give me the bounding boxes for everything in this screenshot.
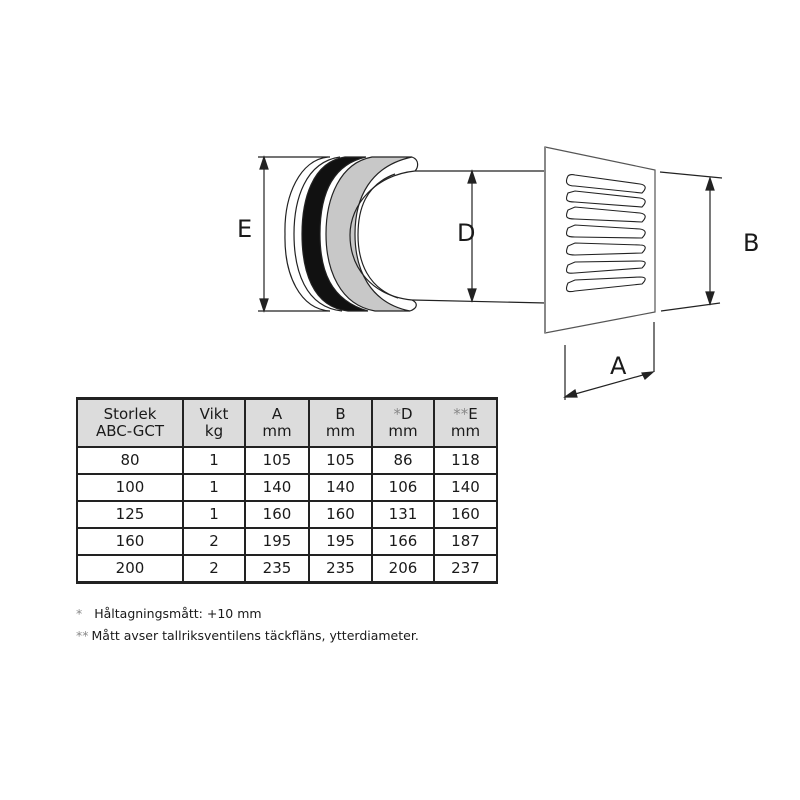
table-cell: 206 xyxy=(371,556,433,581)
table-cell: 106 xyxy=(371,475,433,500)
cover-flange xyxy=(284,156,419,312)
header-star: ** xyxy=(453,405,469,423)
table-cell: 118 xyxy=(433,448,496,473)
table-cell: 1 xyxy=(182,448,244,473)
table-cell: 187 xyxy=(433,529,496,554)
label-e: E xyxy=(237,215,252,243)
dimension-b: B xyxy=(659,171,759,312)
table-cell: 140 xyxy=(244,475,308,500)
header-text: Storlek xyxy=(103,405,157,423)
table-cell: 1 xyxy=(182,475,244,500)
table-cell: 200 xyxy=(78,556,182,581)
table-cell: 140 xyxy=(433,475,496,500)
footnote-text: Mått avser tallriksventilens täckfläns, … xyxy=(91,628,419,643)
table-cell: 235 xyxy=(308,556,371,581)
table-cell: 131 xyxy=(371,502,433,527)
footnote-text: Håltagningsmått: +10 mm xyxy=(94,606,262,621)
header-text: A xyxy=(271,405,283,423)
table-cell: 80 xyxy=(78,448,182,473)
product-drawing: E D xyxy=(237,146,759,400)
dimension-e: E xyxy=(237,155,330,313)
header-text: mm xyxy=(450,422,481,440)
footnote: **Mått avser tallriksventilens täckfläns… xyxy=(76,625,419,647)
table-cell: 166 xyxy=(371,529,433,554)
header-text: mm xyxy=(325,422,356,440)
header-text: D xyxy=(400,405,413,423)
footnote-marker: * xyxy=(76,606,83,621)
table-cell: 195 xyxy=(308,529,371,554)
table-cell: 160 xyxy=(78,529,182,554)
table-cell: 195 xyxy=(244,529,308,554)
table-cell: 160 xyxy=(244,502,308,527)
header-text: mm xyxy=(388,422,418,440)
header-text: E xyxy=(468,405,478,423)
header-text: mm xyxy=(262,422,292,440)
duct-tube xyxy=(411,170,547,304)
table-cell: 105 xyxy=(244,448,308,473)
label-a: A xyxy=(610,352,627,380)
louvers xyxy=(565,174,646,293)
dimension-a: A xyxy=(563,322,655,400)
table-cell: 2 xyxy=(182,556,244,581)
footnotes: * Håltagningsmått: +10 mm **Mått avser t… xyxy=(76,603,419,647)
table-cell: 1 xyxy=(182,502,244,527)
table-cell: 160 xyxy=(308,502,371,527)
header-text: kg xyxy=(204,422,224,440)
header-text: ABC-GCT xyxy=(96,422,164,440)
footnote-marker: ** xyxy=(76,628,89,643)
table-cell: 2 xyxy=(182,529,244,554)
grille-plate xyxy=(544,146,656,334)
header-text: Vikt xyxy=(199,405,229,423)
header-text: B xyxy=(335,405,346,423)
header-star: * xyxy=(393,405,401,423)
footnote: * Håltagningsmått: +10 mm xyxy=(76,603,419,625)
table-cell: 160 xyxy=(433,502,496,527)
table-cell: 140 xyxy=(308,475,371,500)
table-cell: 100 xyxy=(78,475,182,500)
table-cell: 237 xyxy=(433,556,496,581)
table-cell: 235 xyxy=(244,556,308,581)
dimension-d: D xyxy=(457,169,477,303)
table-cell: 86 xyxy=(371,448,433,473)
label-b: B xyxy=(743,229,759,257)
table-cell: 105 xyxy=(308,448,371,473)
table-cell: 125 xyxy=(78,502,182,527)
label-d: D xyxy=(457,219,475,247)
